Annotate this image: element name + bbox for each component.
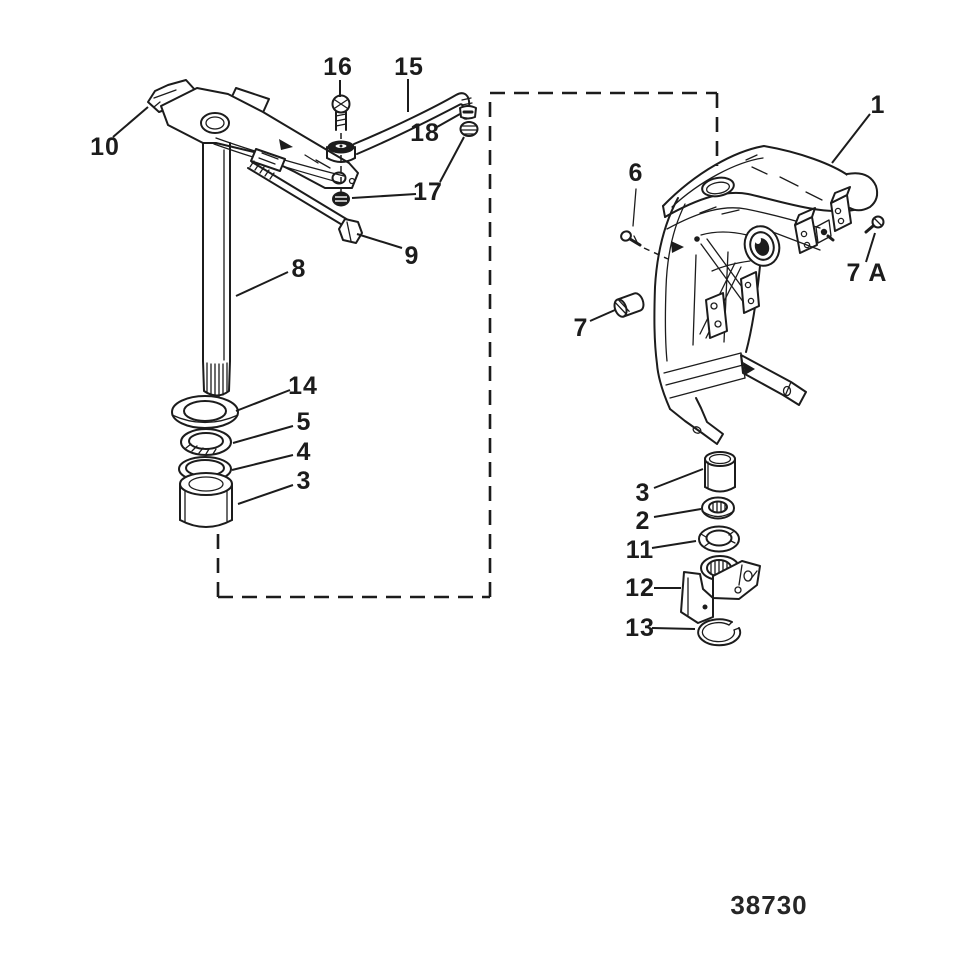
wave-washer-drawing	[180, 428, 232, 456]
leader-17b	[439, 136, 465, 183]
callout-2: 2	[636, 507, 651, 535]
grease-screw-drawing	[620, 188, 669, 260]
callout-13: 13	[625, 614, 655, 642]
callout-9: 9	[405, 242, 420, 270]
swivel-bracket-drawing	[653, 145, 879, 445]
leader-13	[651, 627, 696, 630]
callout-leader-lines	[112, 79, 876, 630]
leader-14	[235, 389, 291, 412]
leader-3-right	[653, 468, 704, 489]
callout-10: 10	[90, 133, 120, 161]
leader-17a	[351, 193, 417, 199]
callout-16: 16	[323, 53, 353, 81]
figure-number: 38730	[730, 890, 807, 920]
leader-2	[653, 508, 702, 518]
callout-11: 11	[626, 536, 654, 564]
leader-10	[112, 106, 149, 138]
callout-14: 14	[288, 372, 318, 400]
callout-17: 17	[413, 178, 443, 206]
bushing-left-drawing	[179, 472, 233, 528]
insert-arrow-icon	[671, 241, 684, 253]
leader-7a	[865, 232, 876, 263]
leader-9	[356, 233, 403, 249]
arm-nut-drawing	[332, 191, 350, 207]
callout-12: 12	[625, 574, 655, 602]
pivot-bushing-drawing	[326, 140, 356, 163]
callout-8: 8	[292, 255, 307, 283]
screw-7a-drawing	[864, 215, 885, 234]
callout-3-left: 3	[297, 467, 312, 495]
bushing-right-drawing	[704, 451, 736, 493]
clamp-bolt-drawing	[247, 160, 363, 244]
callout-1: 1	[871, 91, 886, 119]
swivel-shaft-drawing	[202, 142, 231, 398]
thrust-washer-drawing	[171, 395, 239, 429]
leader-7	[589, 309, 616, 322]
locknut-lower-drawing	[459, 121, 479, 137]
bearing-drawing	[701, 496, 735, 520]
leader-3-left	[237, 484, 294, 505]
steering-arm-drawing	[147, 79, 359, 189]
leader-1	[831, 113, 871, 164]
tab-washer-drawing	[698, 525, 740, 553]
bushing-7-drawing	[613, 292, 645, 318]
callout-5: 5	[297, 408, 312, 436]
callout-7a: 7 A	[847, 259, 888, 287]
pivot-screw-drawing	[331, 94, 351, 196]
callout-7: 7	[574, 314, 589, 342]
callout-18: 18	[410, 119, 440, 147]
retaining-ring-drawing	[697, 618, 742, 647]
callout-4: 4	[297, 438, 312, 466]
leader-8	[235, 271, 289, 297]
callout-6: 6	[629, 159, 644, 187]
callout-labels: 16 15 18 17 10 9 8 14 5 4 3 1 6 7 7 A 3 …	[90, 53, 888, 642]
leader-5	[232, 425, 294, 444]
lower-swivel-bracket-drawing	[680, 555, 761, 624]
leader-4	[231, 454, 294, 471]
callout-3-right: 3	[636, 479, 651, 507]
callout-15: 15	[394, 53, 424, 81]
leader-18	[436, 113, 461, 128]
insert-arrow-icon	[743, 362, 755, 375]
leader-11	[651, 540, 697, 549]
dashed-alignment-box	[216, 91, 719, 599]
locknut-upper-drawing	[459, 105, 477, 120]
